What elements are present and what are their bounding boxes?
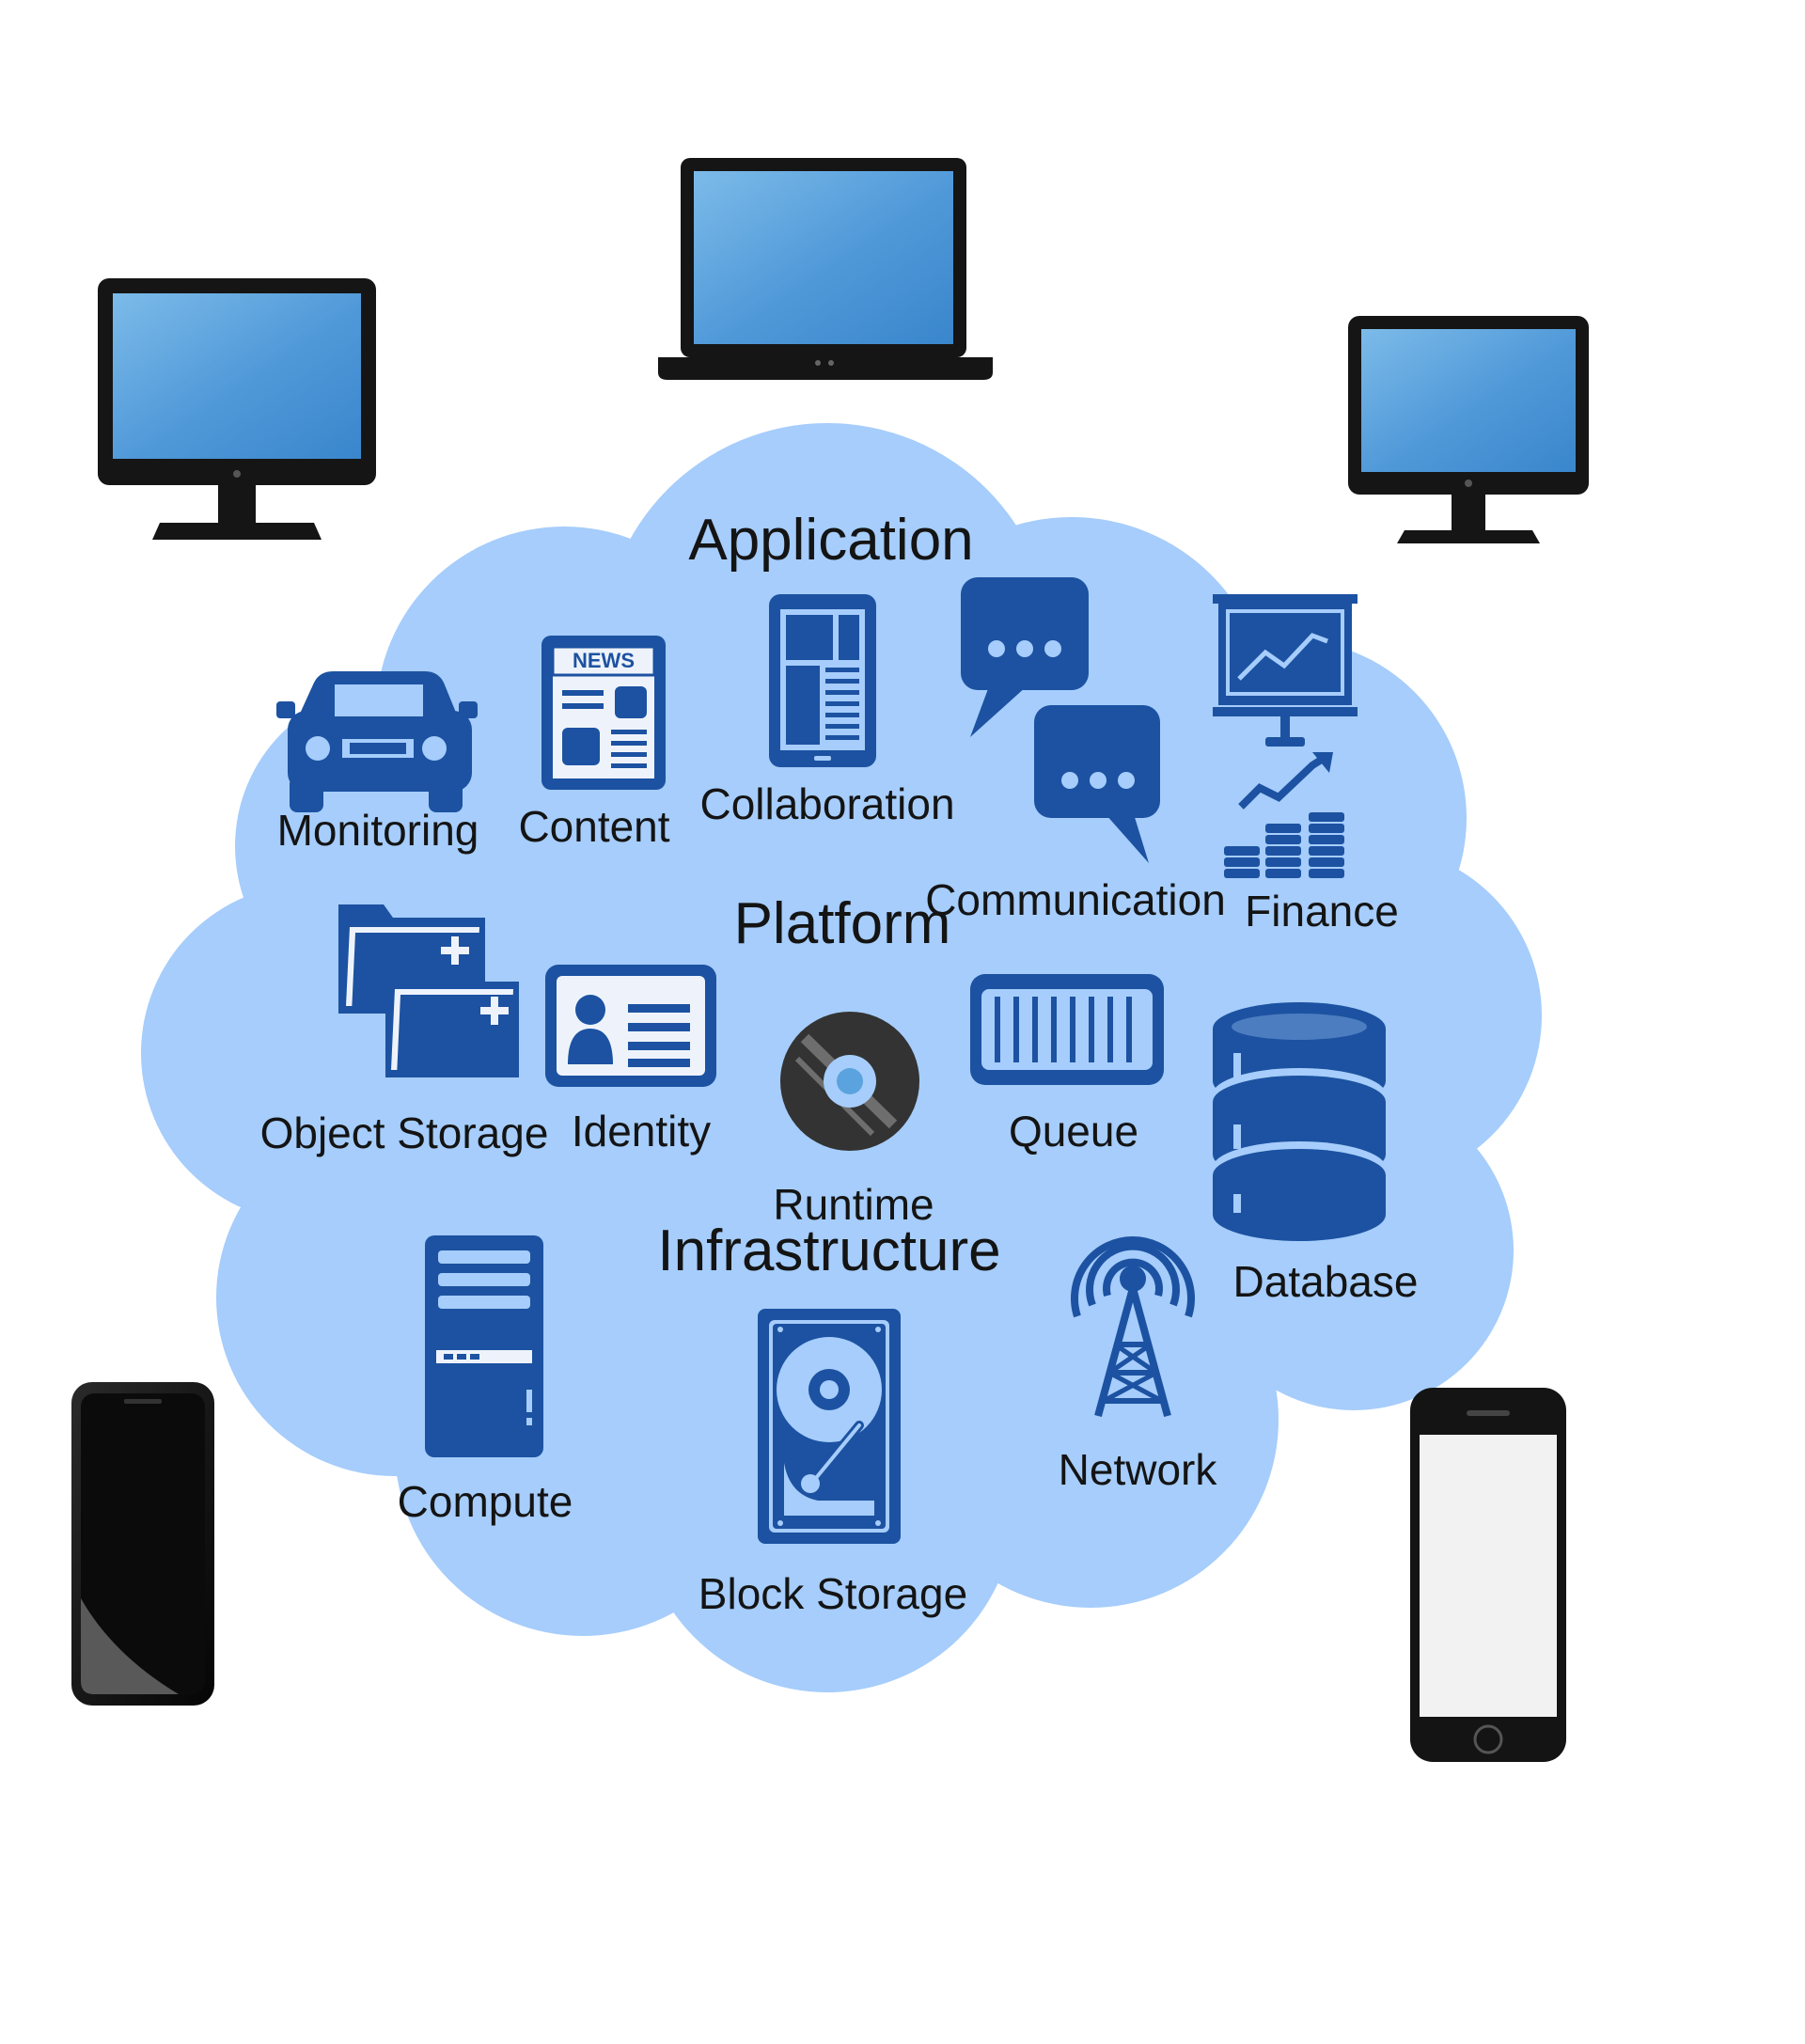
collaboration-tablet-icon (769, 594, 876, 767)
service-label-object-storage: Object Storage (259, 1108, 549, 1157)
service-label-network: Network (1058, 1445, 1217, 1494)
smartphone-black (71, 1382, 214, 1706)
service-label-runtime: Runtime (773, 1180, 934, 1229)
service-label-database: Database (1232, 1257, 1419, 1306)
laptop (658, 158, 993, 380)
service-label-compute: Compute (397, 1477, 573, 1526)
smartphone-white (1410, 1388, 1566, 1762)
news-badge-text: NEWS (573, 649, 635, 672)
desktop-monitor-right (1348, 316, 1589, 543)
layer-title-infrastructure: Infrastructure (657, 1219, 1001, 1283)
compute-server-icon (425, 1235, 543, 1457)
layer-title-platform: Platform (733, 891, 951, 956)
identity-card-icon (545, 965, 716, 1087)
block-storage-hdd-icon (758, 1309, 901, 1544)
monitoring-car-icon (276, 671, 478, 812)
finance-chart-icon (1213, 594, 1358, 878)
content-news-icon: NEWS (542, 636, 666, 790)
database-icon (1213, 1002, 1386, 1241)
service-label-block-storage: Block Storage (698, 1569, 968, 1618)
service-label-communication: Communication (925, 875, 1226, 924)
service-label-finance: Finance (1245, 887, 1399, 936)
communication-chat-icon (961, 577, 1160, 863)
runtime-disc-icon (780, 1012, 919, 1151)
desktop-monitor-left (98, 278, 376, 540)
service-label-queue: Queue (1008, 1107, 1139, 1156)
object-storage-folders-icon (338, 904, 519, 1077)
service-label-monitoring: Monitoring (276, 806, 479, 855)
queue-icon (970, 974, 1164, 1085)
layer-title-application: Application (688, 508, 974, 573)
service-label-content: Content (518, 802, 670, 851)
service-label-identity: Identity (571, 1107, 712, 1156)
service-label-collaboration: Collaboration (699, 779, 955, 828)
network-tower-icon (1071, 1235, 1195, 1418)
